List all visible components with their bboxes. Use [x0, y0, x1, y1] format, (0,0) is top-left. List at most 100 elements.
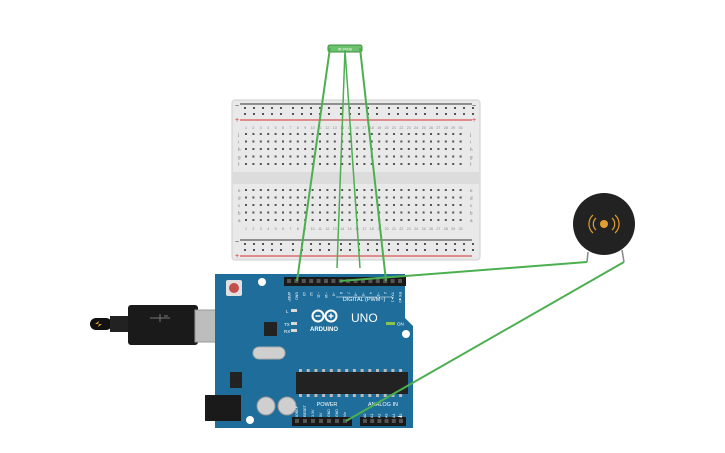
terminal-hole[interactable] — [289, 196, 292, 199]
terminal-hole[interactable] — [267, 163, 270, 165]
rail-hole[interactable] — [445, 249, 447, 251]
rail-hole[interactable] — [310, 243, 312, 245]
terminal-hole[interactable] — [415, 211, 418, 214]
terminal-hole[interactable] — [407, 196, 410, 199]
rail-hole[interactable] — [253, 113, 255, 115]
terminal-hole[interactable] — [341, 189, 344, 191]
terminal-hole[interactable] — [422, 163, 425, 165]
terminal-hole[interactable] — [452, 219, 455, 221]
terminal-hole[interactable] — [363, 140, 366, 143]
terminal-hole[interactable] — [274, 219, 277, 221]
terminal-hole[interactable] — [356, 133, 358, 135]
terminal-hole[interactable] — [267, 189, 270, 191]
terminal-hole[interactable] — [452, 204, 455, 206]
terminal-hole[interactable] — [259, 189, 262, 191]
terminal-hole[interactable] — [296, 133, 299, 135]
terminal-hole[interactable] — [356, 196, 358, 199]
analog-pin-4[interactable] — [391, 419, 396, 423]
terminal-hole[interactable] — [452, 140, 455, 143]
rail-hole[interactable] — [253, 249, 255, 251]
terminal-hole[interactable] — [400, 211, 403, 214]
terminal-hole[interactable] — [274, 204, 277, 206]
terminal-hole[interactable] — [459, 155, 462, 158]
rail-hole[interactable] — [310, 249, 312, 251]
rail-hole[interactable] — [388, 243, 390, 245]
terminal-hole[interactable] — [363, 211, 366, 214]
terminal-hole[interactable] — [356, 211, 358, 214]
rail-hole[interactable] — [463, 243, 465, 245]
terminal-hole[interactable] — [393, 204, 395, 206]
terminal-hole[interactable] — [296, 196, 299, 199]
terminal-hole[interactable] — [385, 163, 388, 165]
terminal-hole[interactable] — [289, 204, 292, 206]
rail-hole[interactable] — [358, 113, 360, 115]
terminal-hole[interactable] — [245, 196, 247, 199]
terminal-hole[interactable] — [289, 155, 292, 158]
terminal-hole[interactable] — [430, 219, 432, 221]
terminal-hole[interactable] — [267, 140, 270, 143]
terminal-hole[interactable] — [407, 163, 410, 165]
terminal-hole[interactable] — [326, 140, 329, 143]
rail-hole[interactable] — [280, 113, 282, 115]
terminal-hole[interactable] — [459, 163, 462, 165]
rail-hole[interactable] — [244, 243, 246, 245]
rail-hole[interactable] — [310, 113, 312, 115]
terminal-hole[interactable] — [430, 155, 432, 158]
terminal-hole[interactable] — [289, 163, 292, 165]
terminal-hole[interactable] — [311, 196, 314, 199]
terminal-hole[interactable] — [437, 219, 440, 221]
terminal-hole[interactable] — [459, 219, 462, 221]
rail-hole[interactable] — [454, 249, 456, 251]
rail-hole[interactable] — [367, 107, 369, 109]
terminal-hole[interactable] — [282, 189, 284, 191]
power-pin-2[interactable] — [311, 419, 315, 423]
terminal-hole[interactable] — [289, 211, 292, 214]
terminal-hole[interactable] — [296, 140, 299, 143]
wire-sensor-middle[interactable] — [336, 49, 346, 269]
terminal-hole[interactable] — [304, 189, 307, 191]
rail-hole[interactable] — [262, 243, 264, 245]
rail-hole[interactable] — [367, 243, 369, 245]
terminal-hole[interactable] — [348, 155, 351, 158]
terminal-hole[interactable] — [259, 133, 262, 135]
rail-hole[interactable] — [415, 113, 417, 115]
terminal-hole[interactable] — [444, 133, 447, 135]
terminal-hole[interactable] — [430, 211, 432, 214]
terminal-hole[interactable] — [245, 189, 247, 191]
wire-sensor-middle-2[interactable] — [344, 49, 361, 269]
terminal-hole[interactable] — [282, 148, 284, 150]
terminal-hole[interactable] — [252, 155, 255, 158]
terminal-hole[interactable] — [274, 211, 277, 214]
terminal-hole[interactable] — [459, 148, 462, 150]
terminal-hole[interactable] — [437, 204, 440, 206]
rail-hole[interactable] — [388, 113, 390, 115]
terminal-hole[interactable] — [393, 140, 395, 143]
terminal-hole[interactable] — [363, 204, 366, 206]
terminal-hole[interactable] — [259, 204, 262, 206]
terminal-hole[interactable] — [370, 219, 373, 221]
terminal-hole[interactable] — [282, 196, 284, 199]
terminal-hole[interactable] — [296, 189, 299, 191]
terminal-hole[interactable] — [430, 163, 432, 165]
terminal-hole[interactable] — [422, 211, 425, 214]
terminal-hole[interactable] — [274, 133, 277, 135]
terminal-hole[interactable] — [319, 140, 321, 143]
terminal-hole[interactable] — [296, 148, 299, 150]
terminal-hole[interactable] — [319, 155, 321, 158]
terminal-hole[interactable] — [348, 148, 351, 150]
power-pin-6[interactable] — [343, 419, 347, 423]
rail-hole[interactable] — [244, 107, 246, 109]
terminal-hole[interactable] — [319, 204, 321, 206]
terminal-hole[interactable] — [437, 133, 440, 135]
rail-hole[interactable] — [244, 113, 246, 115]
terminal-hole[interactable] — [356, 204, 358, 206]
terminal-hole[interactable] — [407, 211, 410, 214]
terminal-hole[interactable] — [459, 140, 462, 143]
terminal-hole[interactable] — [282, 155, 284, 158]
terminal-hole[interactable] — [370, 204, 373, 206]
terminal-hole[interactable] — [348, 189, 351, 191]
wire-sensor-to-pin2[interactable] — [359, 47, 387, 282]
terminal-hole[interactable] — [356, 163, 358, 165]
terminal-hole[interactable] — [333, 189, 336, 191]
